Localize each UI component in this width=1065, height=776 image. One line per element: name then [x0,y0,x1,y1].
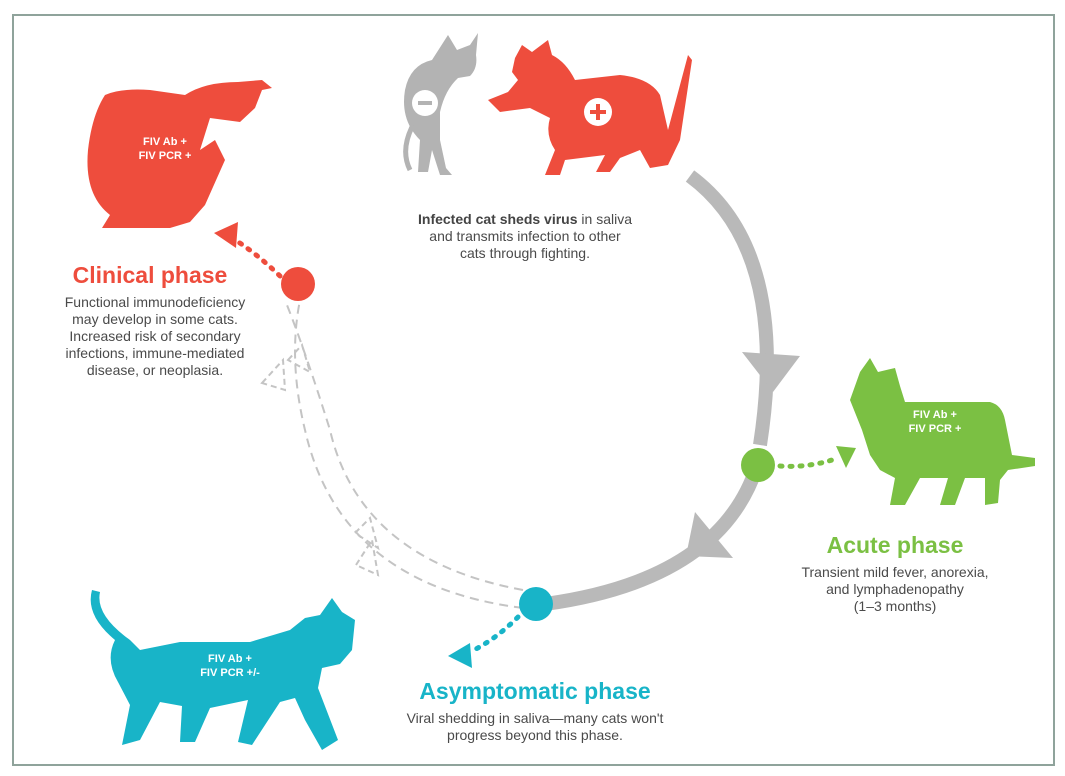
asymptomatic-dotted-connector [467,614,521,655]
acute-dotted-connector [777,455,841,469]
cycle-arrowhead-2 [686,512,733,558]
asymptomatic-cat-icon [90,590,356,750]
clinical-node [281,267,315,301]
dashed-arrowhead-3 [260,357,287,392]
cycle-arrowhead-1 [742,352,800,392]
cycle-arc-transmission-to-acute [685,170,774,447]
positive-symbol-icon [590,104,606,120]
asymptomatic-badge: FIV Ab + FIV PCR +/- [200,653,260,679]
transmission-bold-text: Infected cat sheds virus [418,211,578,227]
dashed-return-outer [284,299,524,591]
acute-title: Acute phase [826,532,964,558]
clinical-description: Functional immunodeficiency may develop … [64,294,246,378]
acute-node [741,448,775,482]
transmission-description: Infected cat sheds virus in saliva and t… [380,194,670,262]
asymptomatic-description: Viral shedding in saliva—many cats won't… [406,710,664,743]
transmission-rest-text: in saliva and transmits infection to oth… [429,211,632,261]
asymptomatic-arrowhead [448,643,472,668]
acute-badge: FIV Ab + FIV PCR + [908,409,962,435]
cycle-arc-acute-to-asymptomatic [544,463,764,611]
asymptomatic-title: Asymptomatic phase [419,678,651,704]
acute-arrowhead [836,446,856,468]
clinical-cat-icon [87,80,272,228]
clinical-dotted-connector [229,235,283,279]
acute-cat-icon [850,358,1035,505]
asymptomatic-node [519,587,553,621]
clinical-badge: FIV Ab + FIV PCR + [138,136,192,162]
dashed-arrowhead-1 [354,537,380,577]
negative-cat-icon [403,33,478,175]
clinical-arrowhead [214,222,238,248]
dashed-arrowhead-4 [286,343,312,375]
acute-description: Transient mild fever, anorexia, and lymp… [801,564,989,614]
dashed-return-inner [294,299,524,609]
clinical-title: Clinical phase [72,262,228,288]
dashed-arrowhead-2 [353,516,380,551]
negative-symbol-icon [418,101,432,105]
